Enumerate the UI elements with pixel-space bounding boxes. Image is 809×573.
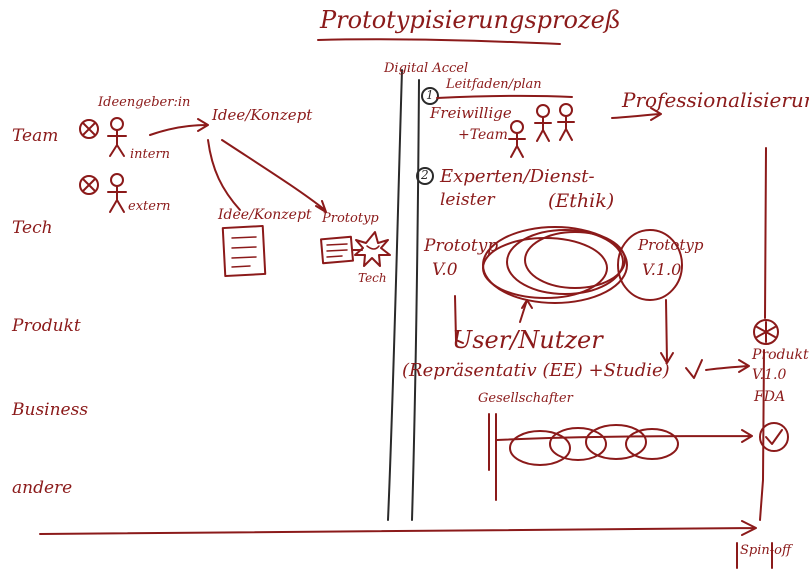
prototyp-v0-version: V.0: [432, 260, 458, 280]
lane-label-produkt: Produkt: [12, 316, 81, 336]
idee-konzept-top-label: Idee/Konzept: [212, 106, 313, 124]
lane-label-andere: andere: [12, 478, 73, 498]
milestone-star-icon: [753, 319, 779, 345]
freiwillige-label: Freiwillige: [430, 104, 512, 122]
product-version: V.1.0: [752, 367, 787, 383]
user-nutzer-label: User/Nutzer: [452, 326, 603, 354]
prototyp-v1-label: Prototyp: [638, 236, 704, 254]
document-icon: [221, 224, 267, 278]
leister-label: leister: [440, 190, 495, 210]
ethik-label: (Ethik): [548, 190, 615, 212]
iteration-loop-ovals: [482, 226, 683, 304]
intern-label: intern: [130, 147, 171, 162]
spin-off-bracket: [736, 542, 773, 569]
arrow-to-idea: [149, 118, 209, 136]
business-bracket: [488, 413, 497, 501]
prototype-doc-icon: [320, 235, 354, 265]
right-timeline: [759, 147, 767, 521]
step1-number: 1: [426, 88, 434, 102]
lane-label-business: Business: [12, 400, 89, 420]
arrow-idea-to-concept: [207, 139, 241, 211]
leitfaden-label: Leitfaden/plan: [446, 77, 542, 92]
page-title: Prototypisierungsprozeß: [320, 6, 621, 34]
check-circle-icon: [759, 422, 789, 452]
prototyp-v1-version: V.1.0: [642, 260, 682, 279]
business-arrow: [496, 429, 753, 443]
extern-label: extern: [128, 199, 171, 214]
bottom-timeline-arrow: [39, 520, 757, 536]
arrow-up-loop: [519, 299, 533, 323]
professional-zeit-label: Professionalisierung + Zeit: [622, 88, 809, 112]
leitfaden-underline: [436, 94, 573, 99]
step2-number: 2: [421, 168, 429, 182]
idee-konzept-tech-label: Idee/Konzept: [218, 207, 312, 223]
divider-title: Digital Accel: [384, 61, 469, 76]
lane-label-tech: Tech: [12, 218, 53, 238]
stick-figure-intern: [79, 117, 127, 157]
arrow-to-user: [454, 295, 464, 344]
prototyp-v0-label: Prototyp: [424, 236, 499, 256]
fda-label: FDA: [754, 389, 786, 405]
check-arrow: [685, 359, 750, 379]
gesellschaft-label: Gesellschafter: [478, 391, 573, 406]
business-loop-ovals: [509, 424, 679, 466]
step1-circle: [421, 87, 439, 105]
tech-starburst-icon: [354, 231, 391, 267]
experten-label: Experten/Dienst-: [440, 166, 595, 187]
professional-arrow: [611, 107, 662, 121]
step2-circle: [416, 167, 434, 185]
divider-left: [387, 69, 403, 521]
team-label: +Team: [458, 127, 508, 143]
stick-figure-group: [508, 103, 575, 158]
product-label: Produkt: [752, 347, 809, 363]
spin-off-label: Spin-off: [740, 543, 792, 558]
tech-sub-label: Tech: [358, 271, 387, 285]
arrow-idea-to-prototype: [221, 139, 327, 213]
prototyp-label: Prototyp: [322, 211, 379, 226]
stick-figure-extern: [79, 173, 127, 213]
lane-label-team: Team: [12, 126, 59, 146]
arrow-v1-down: [660, 299, 674, 364]
title-underline: [317, 38, 561, 45]
ideengeber-label: Ideengeber:in: [98, 95, 191, 110]
repraesentativ-label: (Repräsentativ (ΕΕ) +Studie): [402, 360, 670, 381]
divider-right: [411, 79, 420, 521]
